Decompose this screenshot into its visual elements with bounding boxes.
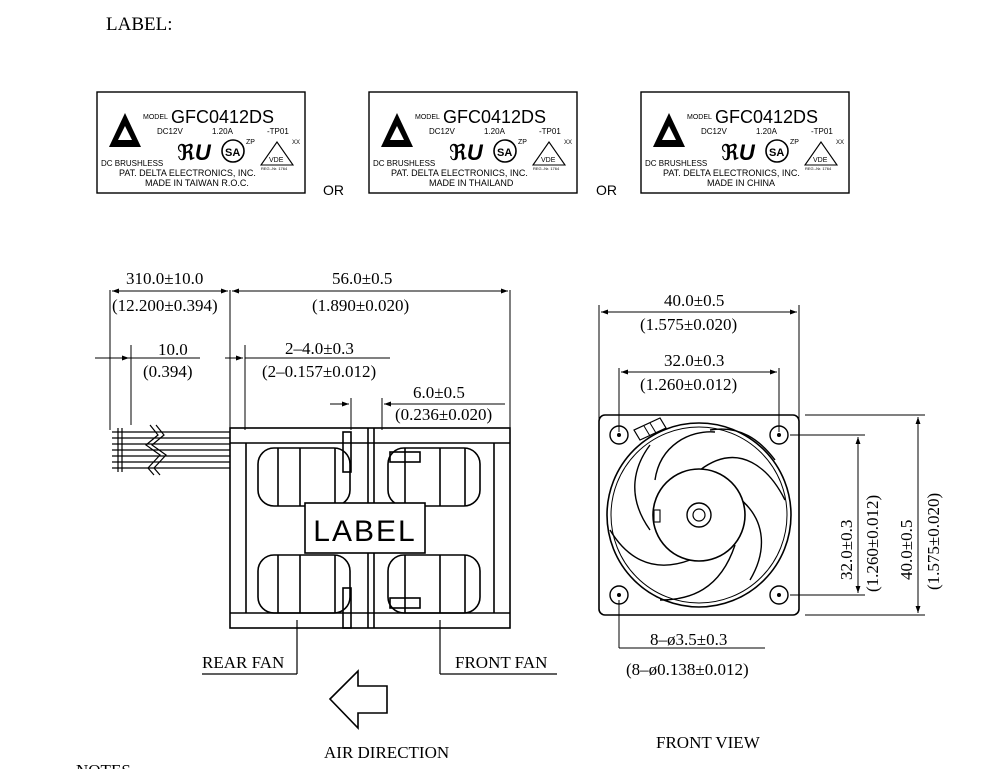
model-prefix: MODEL: [415, 114, 440, 121]
or-separator-1: OR: [323, 182, 344, 198]
xx-text: XX: [292, 140, 300, 146]
dim-hole-depth-inch: (2–0.157±0.012): [262, 362, 376, 381]
dim-depth-inch: (1.890±0.020): [312, 296, 409, 315]
dim-gap: 6.0±0.5: [413, 383, 465, 402]
xx-text: XX: [564, 140, 572, 146]
fan-blades: [609, 428, 786, 601]
reg-text: REG.-Nr. 1764: [533, 166, 560, 171]
model-prefix: MODEL: [143, 114, 168, 121]
label-box: [304, 502, 426, 554]
vde-text: VDE: [541, 157, 556, 164]
rear-fan-label: REAR FAN: [202, 653, 284, 672]
model-number: GFC0412DS: [715, 107, 818, 127]
voltage-text: DC12V: [429, 127, 455, 136]
origin-text: MADE IN TAIWAN R.O.C.: [145, 178, 249, 188]
origin-text: MADE IN THAILAND: [429, 178, 514, 188]
vde-text: VDE: [813, 157, 828, 164]
type-text: DC BRUSHLESS: [101, 159, 163, 168]
fan-hub: [652, 468, 746, 562]
type-text: DC BRUSHLESS: [645, 159, 707, 168]
patent-text: PAT. DELTA ELECTRONICS, INC.: [663, 168, 800, 178]
label-card-taiwan: MODEL GFC0412DS DC12V 1.20A -TP01 ℜU SA …: [96, 91, 306, 194]
csa-logo-icon: [765, 139, 789, 163]
side-view: 310.0±10.0 (12.200±0.394) 56.0±0.5 (1.89…: [95, 269, 557, 762]
dim-hole-pitch-v-inch: (1.260±0.012): [863, 495, 882, 592]
reg-text: REG.-Nr. 1764: [805, 166, 832, 171]
voltage-text: DC12V: [701, 127, 727, 136]
dim-height: 40.0±0.5: [897, 520, 916, 580]
vde-logo-icon: [803, 141, 839, 166]
type-text: DC BRUSHLESS: [373, 159, 435, 168]
zp-text: ZP: [790, 139, 799, 146]
label-border: [368, 91, 578, 194]
model-number: GFC0412DS: [443, 107, 546, 127]
vde-logo-icon: [259, 141, 295, 166]
dim-depth: 56.0±0.5: [332, 269, 392, 288]
xx-text: XX: [836, 140, 844, 146]
suffix-text: -TP01: [811, 127, 833, 136]
model-prefix: MODEL: [687, 114, 712, 121]
lead-wires: [112, 424, 230, 476]
air-direction-label: AIR DIRECTION: [324, 743, 449, 762]
ul-logo-icon: ℜU: [449, 140, 484, 165]
current-text: 1.20A: [756, 127, 778, 136]
mount-hole: [769, 425, 789, 445]
dim-strip: 10.0: [158, 340, 188, 359]
suffix-text: -TP01: [267, 127, 289, 136]
label-border: [96, 91, 306, 194]
csa-logo-text: SA: [225, 147, 240, 159]
vde-text: VDE: [269, 157, 284, 164]
csa-logo-text: SA: [769, 147, 784, 159]
mount-hole: [609, 425, 629, 445]
dim-hole-pitch-h-inch: (1.260±0.012): [640, 375, 737, 394]
zp-text: ZP: [246, 139, 255, 146]
ul-logo-icon: ℜU: [177, 140, 212, 165]
dim-width: 40.0±0.5: [664, 291, 724, 310]
voltage-text: DC12V: [157, 127, 183, 136]
vde-logo-icon: [531, 141, 567, 166]
dim-holes-inch: (8–ø0.138±0.012): [626, 660, 749, 679]
dim-strip-inch: (0.394): [143, 362, 193, 381]
dim-hole-pitch-h: 32.0±0.3: [664, 351, 724, 370]
model-number: GFC0412DS: [171, 107, 274, 127]
label-heading: LABEL:: [106, 14, 173, 35]
dim-gap-inch: (0.236±0.020): [395, 405, 492, 424]
zp-text: ZP: [518, 139, 527, 146]
front-view: 40.0±0.5 (1.575±0.020) 32.0±0.3 (1.260±0…: [598, 291, 943, 752]
dim-holes: 8–ø3.5±0.3: [650, 630, 727, 649]
label-card-thailand: MODEL GFC0412DS DC12V 1.20A -TP01 ℜU SA …: [368, 91, 578, 194]
dim-lead-length: 310.0±10.0: [126, 269, 203, 288]
label-card-china: MODEL GFC0412DS DC12V 1.20A -TP01 ℜU SA …: [640, 91, 850, 194]
csa-logo-text: SA: [497, 147, 512, 159]
label-border: [640, 91, 850, 194]
current-text: 1.20A: [212, 127, 234, 136]
origin-text: MADE IN CHINA: [707, 178, 775, 188]
csa-logo-icon: [493, 139, 517, 163]
notes-heading: NOTES: [76, 761, 131, 769]
dim-width-inch: (1.575±0.020): [640, 315, 737, 334]
front-view-title: FRONT VIEW: [656, 733, 761, 752]
dim-hole-depth: 2–4.0±0.3: [285, 339, 354, 358]
front-fan-label: FRONT FAN: [455, 653, 547, 672]
dim-lead-length-inch: (12.200±0.394): [112, 296, 218, 315]
reg-text: REG.-Nr. 1764: [261, 166, 288, 171]
mount-hole: [769, 585, 789, 605]
suffix-text: -TP01: [539, 127, 561, 136]
label-box-text: LABEL: [313, 515, 416, 548]
or-separator-2: OR: [596, 182, 617, 198]
patent-text: PAT. DELTA ELECTRONICS, INC.: [391, 168, 528, 178]
dim-hole-pitch-v: 32.0±0.3: [837, 520, 856, 580]
current-text: 1.20A: [484, 127, 506, 136]
ul-logo-icon: ℜU: [721, 140, 756, 165]
air-direction-arrow-icon: [328, 669, 388, 730]
fan-frame: [598, 414, 800, 616]
csa-logo-icon: [221, 139, 245, 163]
dim-height-inch: (1.575±0.020): [924, 493, 943, 590]
patent-text: PAT. DELTA ELECTRONICS, INC.: [119, 168, 256, 178]
